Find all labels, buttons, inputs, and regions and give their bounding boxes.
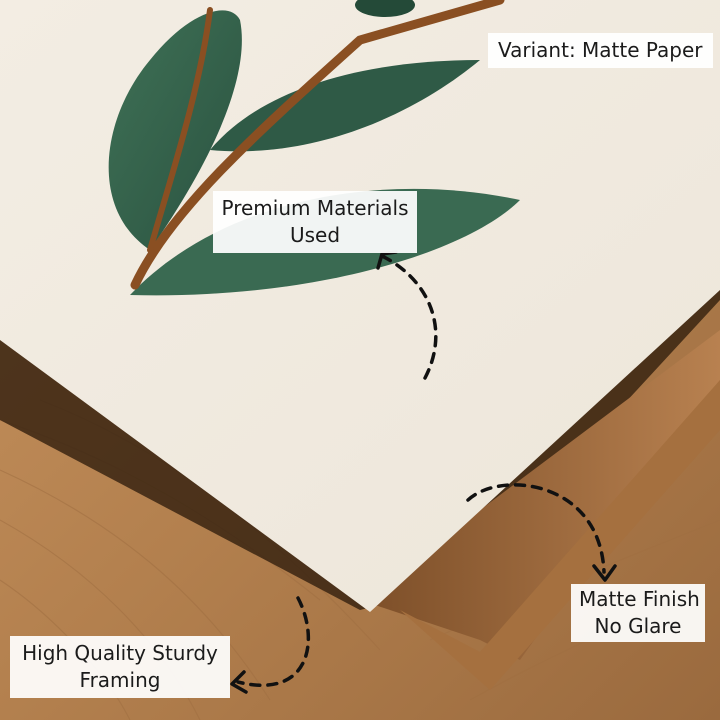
- arrowhead-matte-icon: [592, 564, 617, 582]
- arrow-framing-icon: [236, 596, 311, 687]
- variant-text: Variant: Matte Paper: [498, 38, 703, 62]
- leaf-upper-right: [210, 60, 480, 152]
- leaf-stem: [130, 0, 505, 290]
- framing-line2: Framing: [79, 668, 161, 692]
- arrow-premium-icon: [380, 254, 438, 380]
- leaf-top-bud: [355, 0, 415, 17]
- matte-line1: Matte Finish: [579, 587, 700, 611]
- variant-label: Variant: Matte Paper: [488, 33, 713, 68]
- leaf-vein: [147, 7, 213, 253]
- premium-materials-label: Premium Materials Used: [213, 191, 417, 253]
- premium-line1: Premium Materials: [221, 196, 409, 220]
- framing-line1: High Quality Sturdy: [22, 641, 218, 665]
- premium-line2: Used: [289, 223, 341, 247]
- leaf-upper-left: [108, 10, 242, 250]
- matte-finish-label: Matte Finish No Glare: [571, 584, 705, 642]
- arrow-matte-icon: [466, 483, 606, 574]
- matte-line2: No Glare: [594, 614, 682, 638]
- arrowhead-framing-icon: [230, 670, 248, 694]
- framing-label: High Quality Sturdy Framing: [10, 636, 230, 698]
- frame-edge: [360, 330, 720, 660]
